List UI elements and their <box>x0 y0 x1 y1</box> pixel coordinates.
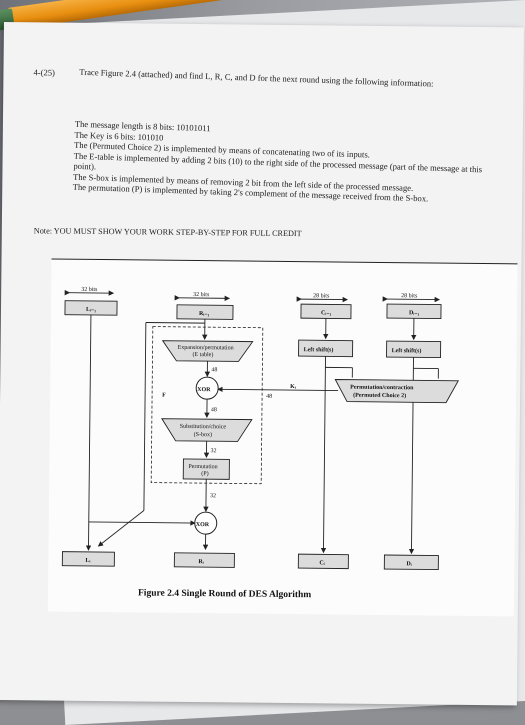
pc2-label-2: (Permuted Choice 2) <box>353 392 406 400</box>
perm-label-1: Permutation <box>188 464 217 470</box>
key-label: Kᵢ <box>290 384 296 390</box>
width-arrow-r: 32 bits <box>179 292 229 299</box>
width-label-c: 28 bits <box>313 293 330 299</box>
expansion-label-2: (E table) <box>192 351 213 358</box>
bits-key: 48 <box>266 394 272 400</box>
sbox-label-2: (S-box) <box>194 431 212 438</box>
width-arrow-d: 28 bits <box>387 293 439 300</box>
figure-caption: Figure 2.4 Single Round of DES Algorithm <box>138 588 311 600</box>
paper-sheet: 4-(25) Trace Figure 2.4 (attached) and f… <box>0 22 524 705</box>
width-arrow-c: 28 bits <box>301 293 347 299</box>
question-number: 4-(25) <box>33 67 55 78</box>
label-r-prev: Rᵢ₋₁ <box>199 311 210 317</box>
question-items: The message length is 8 bits: 10101011 T… <box>73 119 495 206</box>
perm-label-2: (P) <box>201 470 208 477</box>
bits-after-e: 48 <box>211 367 217 373</box>
label-c-prev: Cᵢ₋₁ <box>321 310 332 316</box>
label-l-prev: Lᵢ₋₁ <box>86 307 96 313</box>
width-label-l: 32 bits <box>81 287 98 293</box>
box-r-out <box>174 553 234 568</box>
bits-after-s: 32 <box>210 448 216 454</box>
left-shift-d-label: Left shift(s) <box>392 347 422 354</box>
left-shift-c-label: Left shift(s) <box>304 346 334 353</box>
width-label-r: 32 bits <box>193 292 210 298</box>
bits-after-p: 32 <box>210 493 216 499</box>
width-arrow-l: 32 bits <box>69 287 113 293</box>
xor-label-2: XOR <box>196 522 210 528</box>
label-l-out: Lᵢ <box>85 558 90 564</box>
note: Note: YOU MUST SHOW YOUR WORK STEP-BY-ST… <box>34 226 302 239</box>
sbox-label-1: Substitution/choice <box>180 424 227 430</box>
label-d-out: Dᵢ <box>406 561 411 567</box>
label-r-out: Rᵢ <box>198 559 203 565</box>
label-d-prev: Dᵢ₋₁ <box>409 310 420 316</box>
label-c-out: Cᵢ <box>319 560 324 566</box>
des-round-figure: 32 bits 32 bits 28 bits 28 bits Lᵢ₋₁ Rᵢ₋… <box>48 259 518 617</box>
expansion-label-1: Expansion/permutation <box>178 345 234 352</box>
question-prompt: Trace Figure 2.4 (attached) and find L, … <box>79 67 479 91</box>
bits-after-xor: 48 <box>211 407 217 413</box>
f-label: F <box>162 393 166 399</box>
xor-label-1: XOR <box>197 387 211 393</box>
pc2-label-1: Permutation/contraction <box>350 385 414 392</box>
width-label-d: 28 bits <box>401 293 418 299</box>
